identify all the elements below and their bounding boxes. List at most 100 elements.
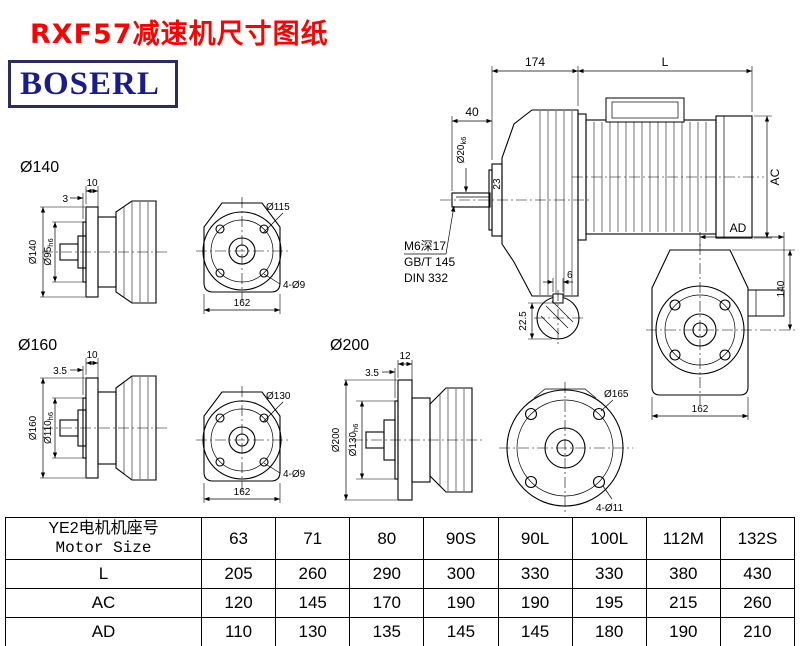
cell: 170 <box>349 588 425 618</box>
cell: 215 <box>645 588 721 618</box>
cell: 190 <box>645 617 721 646</box>
row-label: L <box>5 559 202 589</box>
dim-label: Ø95h6 <box>43 238 55 265</box>
view-flange200-side: Ø200 12 3.5 Ø200 Ø130h6 <box>330 337 482 501</box>
dim-label: 3.5 <box>53 366 67 377</box>
housing-outline <box>651 249 749 396</box>
dim-label: 4-Ø9 <box>283 469 306 480</box>
dim-label: 174 <box>525 55 545 69</box>
column-header: 112M <box>645 517 721 560</box>
cell: 180 <box>571 617 647 646</box>
cell: 290 <box>349 559 425 589</box>
dim-label: Ø160 <box>28 415 39 440</box>
dim-label: 6 <box>567 270 573 281</box>
view-main-side: 174 L 40 Ø20k6 23 AC M6深17 GB/T 145 DIN … <box>404 55 782 346</box>
cell: 260 <box>719 588 796 618</box>
dim-label: Ø165 <box>604 389 629 400</box>
dim-label: Ø140 <box>28 239 39 264</box>
output-shaft <box>451 192 491 208</box>
dim-label: 162 <box>234 487 251 498</box>
dim-label: 4-Ø9 <box>283 280 306 291</box>
dim-label: 12 <box>399 351 411 362</box>
table-header-row: YE2电机机座号 Motor Size 63 71 80 90S 90L 100… <box>5 517 796 560</box>
key-section-detail: 6 22.5 <box>518 270 584 346</box>
bolt-hole <box>719 299 731 311</box>
column-header: 100L <box>571 517 647 560</box>
dim-label: Ø130 <box>266 391 291 402</box>
boserl-logo: BOSERL <box>8 60 178 108</box>
motor-size-header-cell: YE2电机机座号 Motor Size <box>5 517 202 560</box>
view-flange140-side: Ø140 10 3 Ø140 Ø95h6 <box>20 159 170 304</box>
dim-label: AC <box>768 168 782 185</box>
dim-label: L <box>662 55 669 69</box>
table-row-AD: AD 110 130 135 145 145 180 190 210 <box>5 617 796 646</box>
row-label: AD <box>5 617 202 646</box>
bolt-hole <box>259 268 269 278</box>
dim-label: Ø200 <box>331 427 342 452</box>
bolt-hole <box>524 407 538 421</box>
view-flange200-front: Ø165 4-Ø11 <box>499 382 633 514</box>
dim-label: 22.5 <box>518 311 529 331</box>
table-row-L: L 205 260 290 300 330 330 380 430 <box>5 559 796 589</box>
dim-label: 162 <box>692 404 709 415</box>
cell: 110 <box>200 617 277 646</box>
dim-label: 3.5 <box>365 368 379 379</box>
cell: 210 <box>719 617 796 646</box>
cell: 205 <box>200 559 277 589</box>
dim-label: Ø110h6 <box>43 412 55 444</box>
dim-label: Ø20k6 <box>456 137 468 164</box>
table-row-AC: AC 120 145 170 190 190 195 215 260 <box>5 588 796 618</box>
column-header: 132S <box>719 517 796 560</box>
dim-label: 23 <box>492 178 503 190</box>
cell: 145 <box>275 588 351 618</box>
standard-label: DIN 332 <box>404 271 448 285</box>
cell: 145 <box>497 617 573 646</box>
bolt-hole <box>259 224 269 234</box>
dim-label: 10 <box>86 350 98 361</box>
dim-label: 140 <box>776 280 787 297</box>
bolt-hole <box>215 413 225 423</box>
column-header: 90S <box>423 517 499 560</box>
header-cn: YE2电机机座号 <box>48 520 159 538</box>
terminal-box <box>747 289 785 317</box>
bolt-hole <box>669 349 681 361</box>
bolt-hole <box>719 349 731 361</box>
terminal-box <box>605 97 685 123</box>
motor-size-table: YE2电机机座号 Motor Size 63 71 80 90S 90L 100… <box>5 517 796 646</box>
bolt-hole <box>592 407 606 421</box>
cell: 195 <box>571 588 647 618</box>
cell: 130 <box>275 617 351 646</box>
standard-label: GB/T 145 <box>404 255 455 269</box>
cell: 300 <box>423 559 499 589</box>
cell: 330 <box>497 559 573 589</box>
bolt-hole <box>259 413 269 423</box>
gear-housing <box>501 109 579 297</box>
bolt-hole <box>524 475 538 489</box>
cell: 120 <box>200 588 277 618</box>
dim-label: 40 <box>465 105 479 119</box>
column-header: 90L <box>497 517 573 560</box>
dim-label: 162 <box>234 298 251 309</box>
dim-label: Ø130h6 <box>348 424 360 457</box>
view-flange140-front: Ø115 4-Ø9 162 <box>196 197 306 314</box>
column-header: 63 <box>200 517 277 560</box>
bolt-hole <box>215 457 225 467</box>
bolt-hole <box>215 224 225 234</box>
cell: 145 <box>423 617 499 646</box>
view-right-front: AD 140 162 <box>646 221 795 420</box>
dim-label: 3 <box>62 194 68 205</box>
column-header: 71 <box>275 517 351 560</box>
view-flange160-front: Ø130 4-Ø9 162 <box>196 386 306 503</box>
technical-drawing: Ø140 10 3 Ø140 Ø95h6 <box>18 55 795 514</box>
bolt-hole <box>669 299 681 311</box>
view-label: Ø200 <box>330 337 369 354</box>
tap-label: M6深17 <box>404 239 446 253</box>
dim-label: 4-Ø11 <box>596 503 623 514</box>
view-label: Ø160 <box>18 337 57 354</box>
gear-housing <box>115 200 157 304</box>
header-en: Motor Size <box>55 538 152 557</box>
column-header: 80 <box>349 517 425 560</box>
cell: 190 <box>497 588 573 618</box>
cell: 260 <box>275 559 351 589</box>
